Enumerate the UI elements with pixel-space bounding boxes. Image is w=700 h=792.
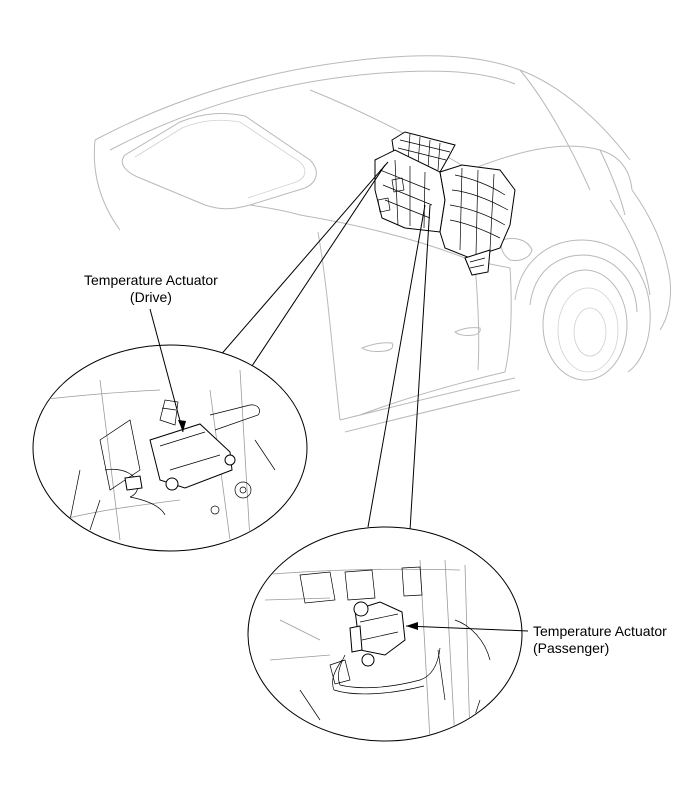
hvac-module — [374, 131, 516, 276]
drive-detail-circle — [32, 308, 308, 552]
passenger-label-line2: (Passenger) — [533, 640, 610, 656]
passenger-label-line1: Temperature Actuator — [533, 623, 667, 639]
drive-label-line1: Temperature Actuator — [84, 272, 218, 288]
drive-label-line2: (Drive) — [129, 289, 172, 305]
callout-lines — [211, 161, 431, 531]
passenger-actuator-label: Temperature Actuator (Passenger) — [533, 623, 667, 657]
passenger-detail-circle — [247, 526, 529, 742]
drive-actuator-label: Temperature Actuator (Drive) — [84, 272, 218, 306]
